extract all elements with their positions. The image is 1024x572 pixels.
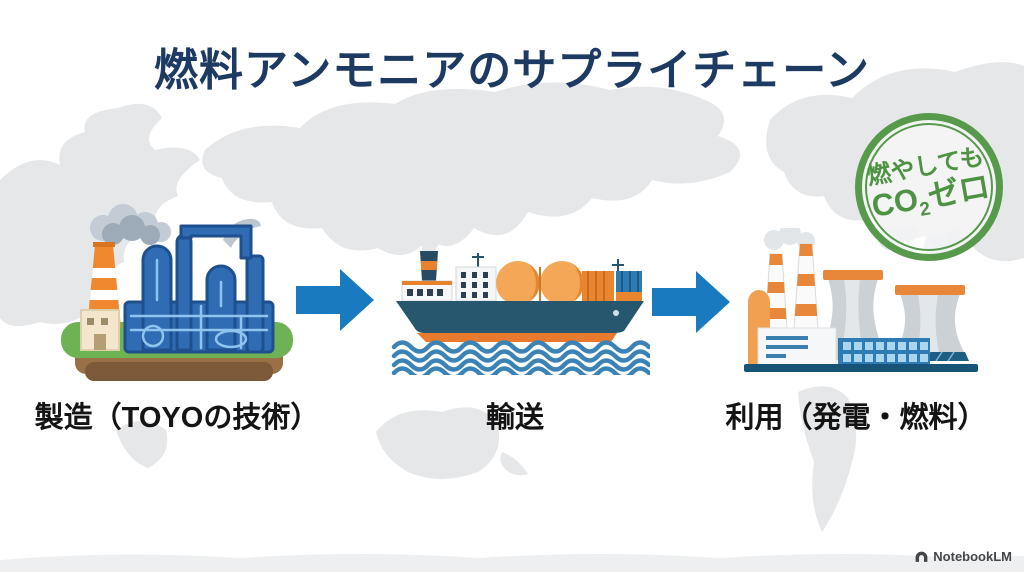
- stage-label-manufacturing: 製造（TOYOの技術）: [34, 402, 320, 434]
- arrow-right-icon: [652, 271, 730, 333]
- watermark-label: NotebookLM: [933, 549, 1012, 564]
- arrow-right-icon: [296, 269, 374, 331]
- stage-label-utilization: 利用（発電・燃料）: [725, 402, 987, 434]
- power-plant-illustration: [744, 228, 978, 372]
- tanker-ship-illustration: [391, 251, 650, 375]
- badge-co-text: CO: [868, 181, 921, 225]
- factory-illustration: [61, 204, 293, 381]
- notebooklm-logo-icon: [915, 551, 928, 562]
- badge-inner-ring: 燃やしても CO2ゼロ: [854, 112, 1004, 262]
- watermark: NotebookLM: [914, 549, 1012, 564]
- page-title: 燃料アンモニアのサプライチェーン: [153, 46, 871, 95]
- stage-label-transport: 輸送: [485, 402, 544, 434]
